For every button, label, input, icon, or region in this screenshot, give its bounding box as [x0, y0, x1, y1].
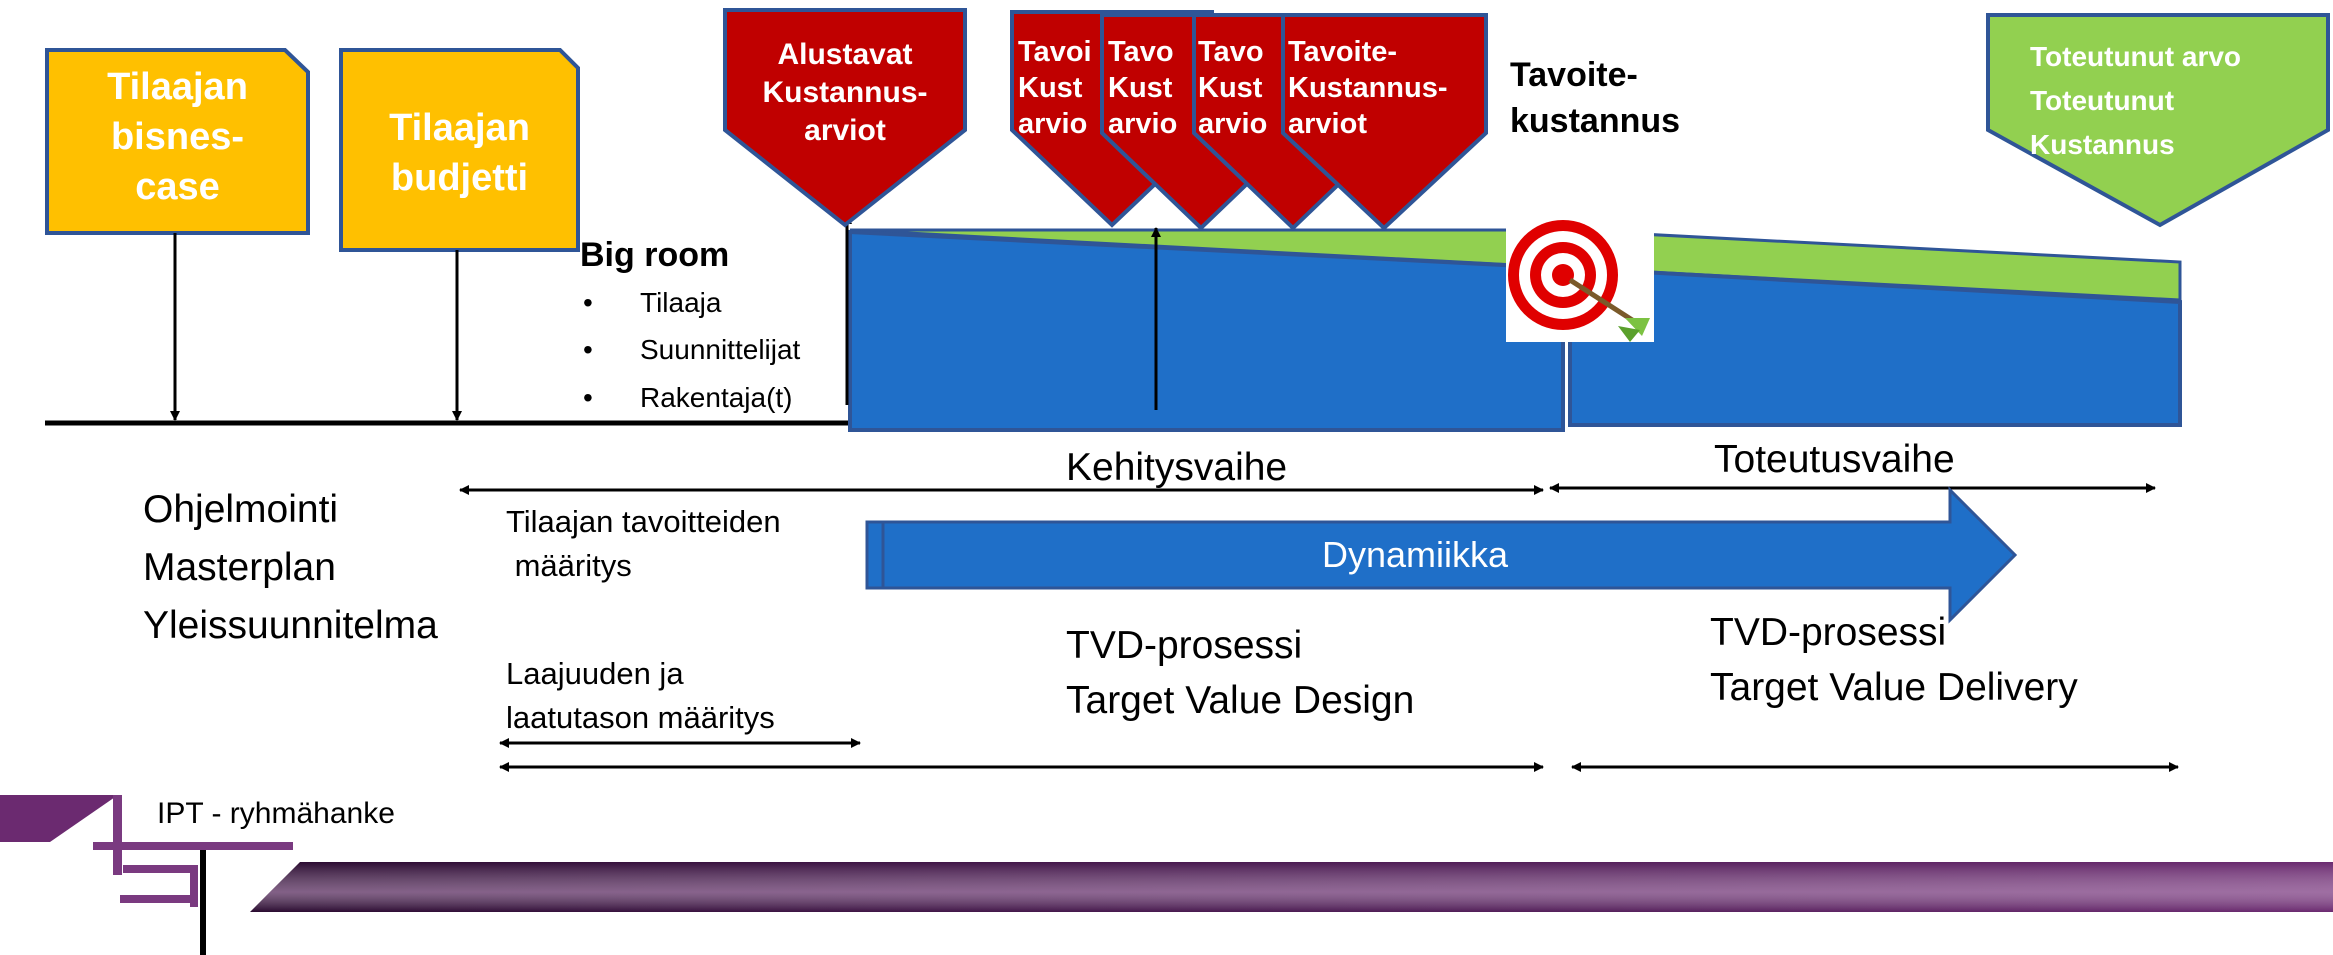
cost-bar-development [848, 229, 1565, 432]
realized-label: Toteutunut arvo Toteutunut Kustannus [2030, 41, 2242, 160]
big-room-item-2: Suunnittelijat [640, 334, 801, 365]
scope-definition-label: Laajuuden ja laatutason määritys [506, 656, 775, 735]
partial-estimate-label-2: Tavo Kust arvio [1108, 36, 1178, 140]
budget-box [339, 48, 580, 252]
tvd-delivery-label: TVD-prosessi Target Value Delivery [1710, 611, 2078, 709]
initial-estimate-label: Alustavat Kustannus- arviot [762, 38, 928, 147]
tvd-design-label: TVD-prosessi Target Value Design [1066, 624, 1415, 722]
big-room-bullet-3: • [583, 382, 593, 413]
target-cost-label: Tavoite- kustannus [1510, 56, 1681, 140]
target-estimate-label: Tavoite- Kustannus- arviot [1288, 36, 1448, 140]
big-room-item-1: Tilaaja [640, 287, 722, 318]
estimate-shape-initial [723, 8, 967, 228]
implementation-phase-label: Toteutusvaihe [1714, 438, 1955, 481]
dynamics-arrow [865, 486, 2018, 624]
partial-estimate-label-3: Tavo Kust arvio [1198, 36, 1268, 140]
realized-shape [1986, 13, 2330, 228]
partial-estimate-label-1: Tavoi Kust arvio [1018, 36, 1092, 140]
ipt-logo [93, 795, 293, 955]
big-room-bullet-2: • [583, 334, 593, 365]
left-item-general-plan: Yleissuunnitelma [143, 604, 438, 647]
business-case-box [45, 48, 310, 235]
footer-label: IPT - ryhmähanke [157, 797, 395, 830]
budget-label: Tilaajan budjetti [389, 107, 530, 199]
left-item-masterplan: Masterplan [143, 546, 336, 589]
big-room-title: Big room [580, 236, 730, 274]
footer-band-left [0, 795, 118, 842]
target-icon [1506, 207, 1654, 342]
business-case-label: Tilaajan bisnes- case [107, 66, 248, 208]
big-room-bullet-1: • [583, 287, 593, 318]
goal-definition-label: Tilaajan tavoitteiden määritys [506, 504, 781, 583]
development-phase-label: Kehitysvaihe [1066, 446, 1288, 489]
dynamics-label: Dynamiikka [1322, 534, 1509, 575]
cost-bar-delivery [1568, 265, 2182, 427]
big-room-item-3: Rakentaja(t) [640, 382, 793, 413]
estimate-shape-target [1281, 13, 1488, 231]
left-item-programming: Ohjelmointi [143, 488, 339, 531]
